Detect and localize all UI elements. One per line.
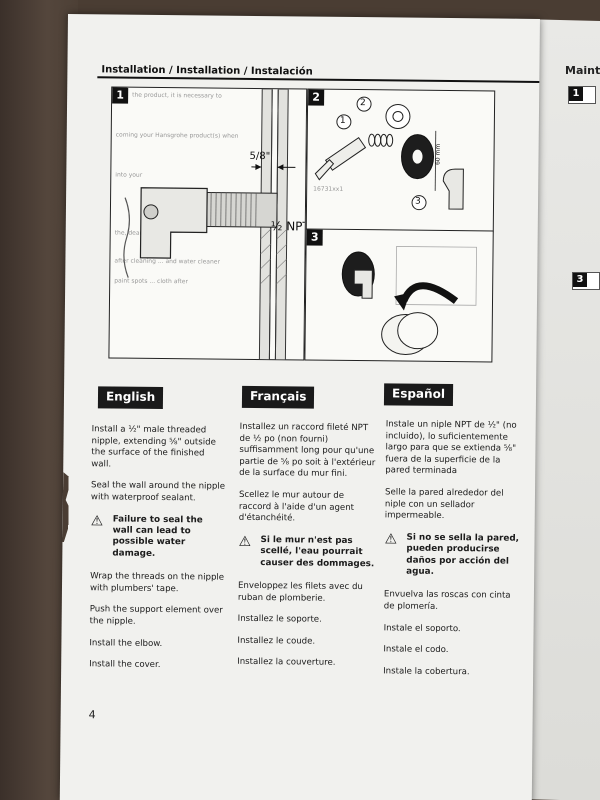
column-espanol: Instale un niple NPT de ½" (no incluido)… — [383, 419, 522, 689]
instruction-5: Installez le coude. — [237, 635, 316, 647]
instruction-6: Installez la couverture. — [237, 657, 336, 669]
wall-nipple-drawing — [123, 88, 296, 361]
warning-block: ⚠ Si no se sella la pared, pueden produc… — [384, 531, 520, 579]
instruction-2: Seal the wall around the nipple with wat… — [90, 480, 226, 504]
part-number: 16731xx1 — [313, 185, 344, 193]
page-number: 4 — [88, 708, 96, 722]
instruction-1: Install a ½" male threaded nipple, exten… — [91, 424, 216, 470]
next-page-step-1: 1 — [568, 86, 596, 104]
instruction-1: Instale un niple NPT de ½" (no incluido)… — [385, 419, 517, 477]
instruction-6: Install the cover. — [89, 659, 161, 671]
instruction-page: Installation / Installation / Instalació… — [59, 14, 540, 800]
instruction-2: Scellez le mur autour de raccord à l'aid… — [238, 489, 355, 524]
instruction-5: Instale el codo. — [383, 644, 449, 656]
column-english: Install a ½" male threaded nipple, exten… — [89, 424, 227, 682]
figure-step-3: 3 — [304, 228, 494, 363]
next-page-step-3: 3 — [572, 272, 600, 290]
warning-triangle-icon: ⚠ — [384, 531, 398, 548]
thread-size-label: ½ NPT — [270, 219, 308, 234]
dimension-label: 5/8" — [249, 150, 271, 163]
warning-triangle-icon: ⚠ — [90, 512, 104, 529]
warning-text: Failure to seal the wall can lead to pos… — [112, 514, 203, 559]
instruction-3: Enveloppez les filets avec du ruban de p… — [237, 580, 363, 604]
instruction-3: Wrap the threads on the nipple with plum… — [89, 571, 225, 594]
heading-francais: Français — [241, 385, 315, 409]
instruction-4: Installez le soporte. — [237, 613, 322, 625]
warning-block: ⚠ Si le mur n'est pas scellé, l'eau pour… — [238, 533, 378, 571]
page-title: Installation / Installation / Instalació… — [101, 64, 313, 78]
figure-step-2: 2 1 2 — [305, 88, 496, 233]
figure-step-1: 1 the product, it is necessary to coming… — [108, 86, 308, 361]
callout-3: 3 — [415, 196, 421, 207]
callout-1: 1 — [339, 115, 346, 126]
instruction-1: Installez un raccord fileté NPT de ½ po … — [239, 421, 376, 480]
page-tear — [62, 472, 77, 542]
instruction-5: Install the elbow. — [89, 637, 163, 649]
instruction-4: Instale el soporto. — [383, 622, 461, 634]
warning-text: Si no se sella la pared, pueden producir… — [406, 532, 520, 577]
warning-triangle-icon: ⚠ — [238, 533, 252, 550]
warning-block: ⚠ Failure to seal the wall can lead to p… — [90, 512, 225, 561]
warning-text: Si le mur n'est pas scellé, l'eau pourra… — [260, 534, 375, 569]
heading-english: English — [97, 386, 164, 410]
instruction-2: Selle la pared alrededor del niple con u… — [384, 487, 504, 522]
callout-2: 2 — [360, 98, 366, 109]
title-rule — [97, 76, 540, 83]
dimension-label: 60 mm — [434, 143, 442, 166]
next-page-title: Mainte — [565, 64, 600, 77]
cover-install-drawing — [341, 246, 477, 356]
column-francais: Installez un raccord fileté NPT de ½ po … — [237, 422, 380, 680]
instruction-6: Instale la cobertura. — [383, 666, 470, 677]
instruction-3: Envuelva las roscas con cinta de plomerí… — [383, 589, 511, 612]
heading-espanol: Español — [383, 383, 454, 407]
instruction-4: Push the support element over the nipple… — [89, 604, 223, 627]
sealant-drawing — [314, 96, 464, 211]
